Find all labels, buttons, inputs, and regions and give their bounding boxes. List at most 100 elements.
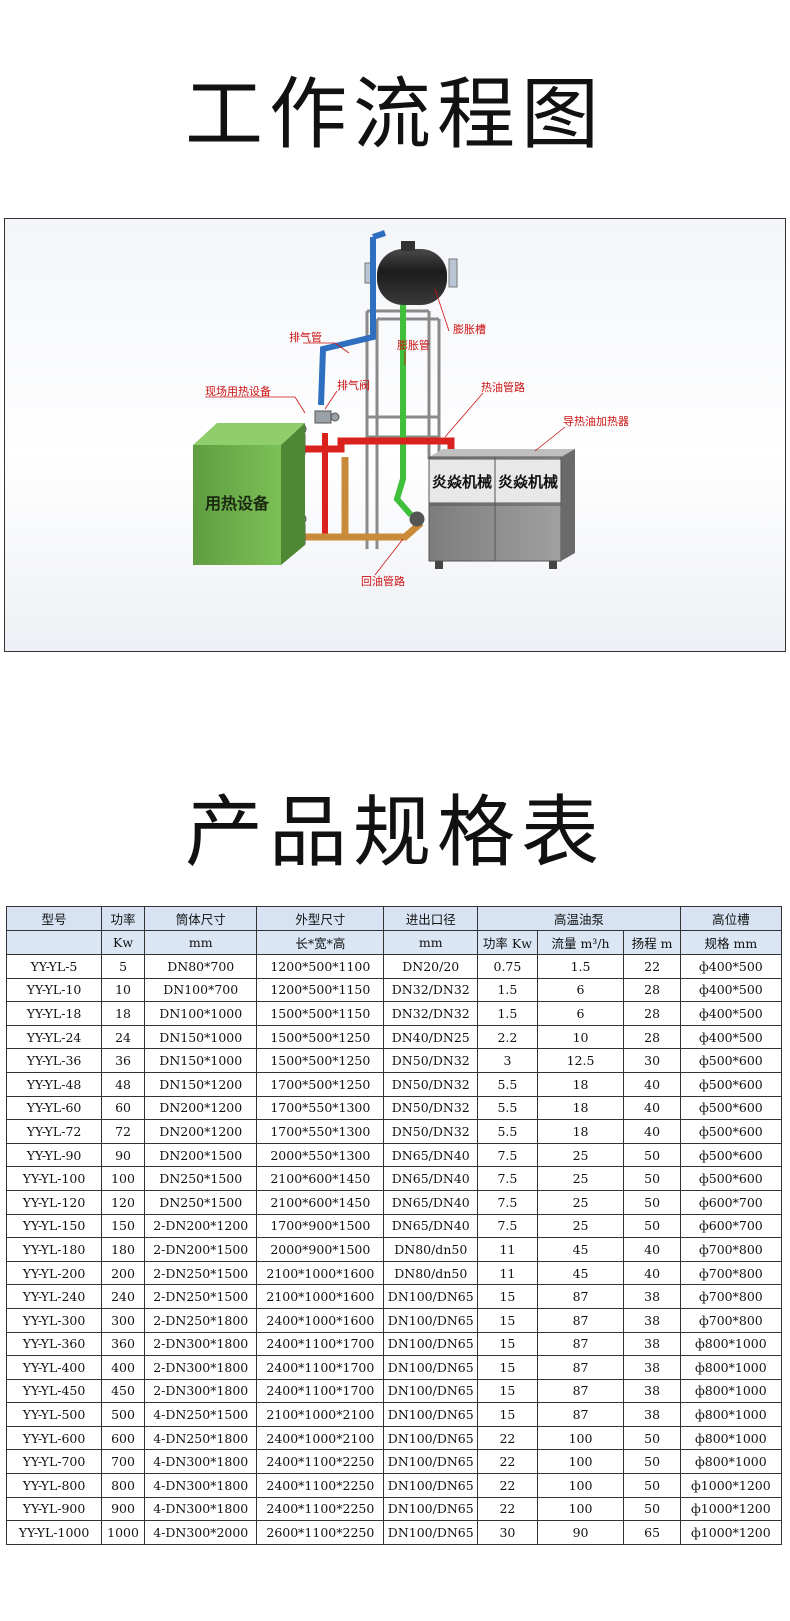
table-cell: DN100/DN65 bbox=[383, 1425, 479, 1451]
heat-equipment: 用热设备 bbox=[193, 423, 305, 565]
table-cell: DN50/DN32 bbox=[383, 1095, 479, 1121]
table-cell: ф500*600 bbox=[679, 1095, 783, 1121]
table-cell: YY-YL-10 bbox=[5, 977, 103, 1003]
table-cell: 87 bbox=[536, 1284, 625, 1309]
table-cell: 400 bbox=[101, 1355, 146, 1380]
table-cell: 28 bbox=[623, 1024, 681, 1050]
table-cell: 22 bbox=[477, 1425, 538, 1451]
table-cell: ф600*700 bbox=[679, 1189, 783, 1215]
table-cell: 65 bbox=[623, 1520, 681, 1545]
table-cell: DN50/DN32 bbox=[383, 1048, 479, 1073]
table-cell: 38 bbox=[623, 1355, 681, 1380]
table-cell: 15 bbox=[477, 1284, 538, 1309]
expansion-tank bbox=[364, 241, 458, 305]
table-cell: 87 bbox=[536, 1307, 625, 1333]
table-cell: DN50/DN32 bbox=[383, 1119, 479, 1144]
table-cell: 60 bbox=[101, 1095, 146, 1121]
table-cell: 25 bbox=[536, 1189, 625, 1215]
table-cell: YY-YL-450 bbox=[5, 1378, 103, 1404]
table-cell: 6 bbox=[536, 1001, 625, 1026]
table-cell: 4-DN300*2000 bbox=[144, 1520, 258, 1545]
table-cell: 2-DN300*1800 bbox=[144, 1331, 258, 1357]
table-cell: 0.75 bbox=[477, 954, 538, 979]
unit-pump-power: 功率 Kw bbox=[477, 930, 538, 955]
table-cell: 18 bbox=[536, 1095, 625, 1121]
table-cell: 900 bbox=[101, 1496, 146, 1522]
table-cell: 48 bbox=[101, 1071, 146, 1097]
table-cell: DN65/DN40 bbox=[383, 1213, 479, 1239]
table-cell: 2-DN250*1500 bbox=[144, 1260, 258, 1286]
table-cell: 1.5 bbox=[536, 954, 625, 979]
header-model: 型号 bbox=[5, 906, 103, 931]
table-cell: 6 bbox=[536, 977, 625, 1003]
pointer-lines bbox=[205, 288, 566, 576]
table-cell: YY-YL-150 bbox=[5, 1213, 103, 1239]
table-cell: ф800*1000 bbox=[679, 1355, 783, 1380]
heater-brand-right: 炎焱机械 bbox=[498, 473, 558, 491]
table-cell: ф700*800 bbox=[679, 1307, 783, 1333]
heat-equipment-label: 用热设备 bbox=[205, 494, 270, 513]
table-cell: 2000*900*1500 bbox=[256, 1237, 385, 1262]
label-return-line: 回油管路 bbox=[361, 574, 405, 588]
table-cell: ф800*1000 bbox=[679, 1425, 783, 1451]
table-cell: DN32/DN32 bbox=[383, 1001, 479, 1026]
table-cell: 38 bbox=[623, 1284, 681, 1309]
table-cell: ф400*500 bbox=[679, 977, 783, 1003]
table-cell: 2-DN200*1200 bbox=[144, 1213, 258, 1239]
table-cell: 50 bbox=[623, 1496, 681, 1522]
oil-heater: 炎焱机械 炎焱机械 bbox=[428, 449, 575, 569]
table-cell: ф800*1000 bbox=[679, 1331, 783, 1357]
table-cell: ф500*600 bbox=[679, 1142, 783, 1168]
table-cell: 4-DN300*1800 bbox=[144, 1449, 258, 1475]
tank-support-frame bbox=[365, 309, 441, 549]
table-cell: ф1000*1200 bbox=[679, 1473, 783, 1498]
table-cell: 100 bbox=[536, 1449, 625, 1475]
table-cell: 30 bbox=[477, 1520, 538, 1545]
label-exhaust-pipe: 排气管 bbox=[289, 330, 322, 344]
table-cell: DN32/DN32 bbox=[383, 977, 479, 1003]
table-cell: 1200*500*1100 bbox=[256, 954, 385, 979]
table-cell: ф1000*1200 bbox=[679, 1520, 783, 1545]
table-cell: 15 bbox=[477, 1331, 538, 1357]
table-cell: ф700*800 bbox=[679, 1237, 783, 1262]
table-cell: 2400*1100*1700 bbox=[256, 1378, 385, 1404]
table-cell: 22 bbox=[477, 1449, 538, 1475]
table-cell: 40 bbox=[623, 1095, 681, 1121]
table-cell: 38 bbox=[623, 1331, 681, 1357]
table-cell: 38 bbox=[623, 1402, 681, 1427]
table-cell: ф1000*1200 bbox=[679, 1496, 783, 1522]
table-cell: 5.5 bbox=[477, 1095, 538, 1121]
table-cell: 18 bbox=[101, 1001, 146, 1026]
table-cell: DN100*700 bbox=[144, 977, 258, 1003]
table-cell: 38 bbox=[623, 1307, 681, 1333]
exhaust-pipe bbox=[318, 237, 376, 406]
table-cell: 38 bbox=[623, 1378, 681, 1404]
table-cell: 150 bbox=[101, 1213, 146, 1239]
table-cell: 5.5 bbox=[477, 1119, 538, 1144]
table-cell: 10 bbox=[101, 977, 146, 1003]
table-cell: 4-DN250*1500 bbox=[144, 1402, 258, 1427]
table-header-row-1: 型号 功率 筒体尺寸 外型尺寸 进出口径 高温油泵 高位槽 bbox=[5, 906, 783, 931]
header-port-diameter: 进出口径 bbox=[383, 906, 479, 931]
table-cell: 1700*550*1300 bbox=[256, 1119, 385, 1144]
header-power: 功率 bbox=[101, 906, 146, 931]
table-cell: 800 bbox=[101, 1473, 146, 1498]
table-cell: 2600*1100*2250 bbox=[256, 1520, 385, 1545]
table-cell: 50 bbox=[623, 1213, 681, 1239]
expansion-pipe bbox=[393, 305, 414, 517]
table-cell: YY-YL-60 bbox=[5, 1095, 103, 1121]
table-cell: 1.5 bbox=[477, 1001, 538, 1026]
table-cell: DN150*1000 bbox=[144, 1048, 258, 1073]
table-cell: YY-YL-300 bbox=[5, 1307, 103, 1333]
unit-overall-size: 长*宽*高 bbox=[256, 930, 385, 955]
header-high-tank: 高位槽 bbox=[679, 906, 783, 931]
unit-tank-spec: 规格 mm bbox=[679, 930, 783, 955]
